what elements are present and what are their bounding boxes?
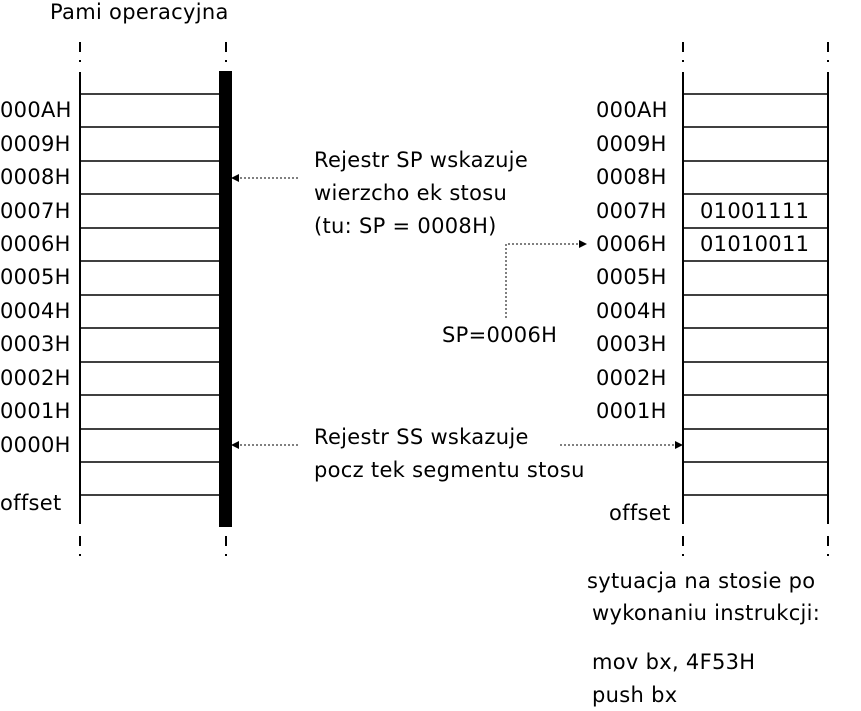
right-address-label: 0003H [596, 332, 667, 356]
stack-value-0006h: 01010011 [700, 232, 810, 256]
left-address-label: 0004H [0, 299, 71, 323]
right-address-label: 0007H [596, 199, 667, 223]
caption-line: sytuacja na stosie po [587, 569, 816, 593]
sp-after-arrow [505, 243, 580, 318]
sp-note-line: Rejestr SP wskazuje [314, 148, 529, 172]
right-offset-label: offset [609, 501, 671, 525]
right-address-label: 0002H [596, 366, 667, 390]
left-address-label: 0008H [0, 165, 71, 189]
sp-after-label: SP=0006H [442, 323, 558, 347]
left-address-label: 0009H [0, 132, 71, 156]
left-address-label: 0007H [0, 199, 71, 223]
ss-note-line: Rejestr SS wskazuje [314, 425, 529, 449]
right-address-label: 0001H [596, 399, 667, 423]
segment-bar [219, 71, 232, 527]
ss-note-line: pocz tek segmentu stosu [314, 458, 585, 482]
sp-arrowhead [231, 174, 239, 182]
instruction-line: mov bx, 4F53H [592, 650, 756, 674]
right-address-label: 0006H [596, 232, 667, 256]
ss-right-arrowhead [675, 441, 683, 449]
right-memory-column [682, 42, 829, 556]
sp-note-line: (tu: SP = 0008H) [314, 214, 497, 238]
right-address-label: 0009H [596, 132, 667, 156]
caption-line: wykonaniu instrukcji: [592, 601, 821, 625]
right-address-label: 000AH [596, 98, 668, 122]
instruction-line: push bx [592, 683, 678, 707]
left-offset-label: offset [0, 491, 62, 515]
left-memory-column [79, 42, 232, 556]
left-address-label: 0001H [0, 399, 71, 423]
right-address-label: 0008H [596, 165, 667, 189]
left-address-label: 0000H [0, 433, 71, 457]
stack-value-0007h: 01001111 [700, 199, 810, 223]
left-address-label: 0002H [0, 366, 71, 390]
left-address-label: 0003H [0, 332, 71, 356]
right-address-label: 0005H [596, 265, 667, 289]
left-address-label: 0006H [0, 232, 71, 256]
title: Pami operacyjna [50, 0, 229, 24]
ss-left-arrowhead [231, 441, 239, 449]
sp-note-line: wierzcho ek stosu [314, 181, 508, 205]
right-address-label: 0004H [596, 299, 667, 323]
sp-after-arrowhead [579, 240, 587, 248]
left-address-label: 000AH [0, 98, 72, 122]
left-address-label: 0005H [0, 265, 71, 289]
